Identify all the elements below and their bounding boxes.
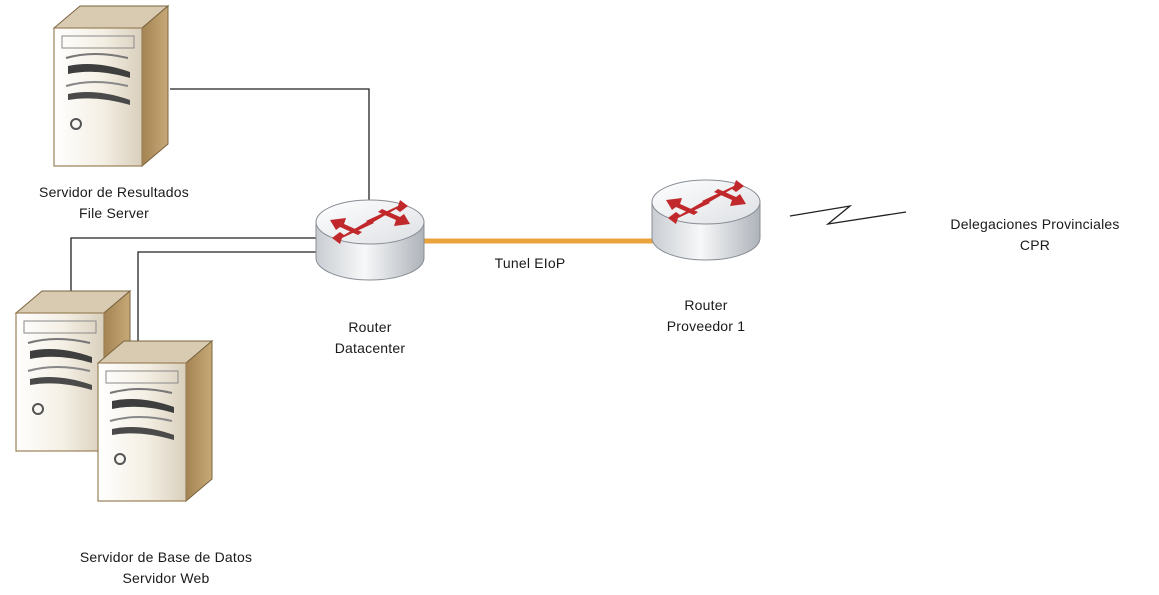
db-web-server-label: Servidor de Base de Datos Servidor Web <box>46 547 286 589</box>
file-server-label-line2: File Server <box>79 205 149 221</box>
router-proveedor-label: Router Proveedor 1 <box>636 295 776 337</box>
link-web-server <box>137 251 316 375</box>
web-server-icon <box>97 340 213 502</box>
router-proveedor-label-line1: Router <box>684 297 728 313</box>
file-server-icon <box>53 5 169 167</box>
db-web-server-label-line1: Servidor de Base de Datos <box>79 549 253 565</box>
db-web-server-label-line2: Servidor Web <box>122 570 210 586</box>
router-proveedor-label-line2: Proveedor 1 <box>666 318 746 334</box>
router-datacenter-label-line2: Datacenter <box>334 340 406 356</box>
delegaciones-label: Delegaciones Provinciales CPR <box>918 214 1152 256</box>
link-file-server <box>170 88 370 226</box>
router-datacenter-icon <box>315 199 425 281</box>
router-datacenter-label: Router Datacenter <box>300 317 440 359</box>
wan-lightning-icon <box>789 204 907 226</box>
delegaciones-label-line1: Delegaciones Provinciales <box>950 216 1120 232</box>
router-datacenter-label-line1: Router <box>348 319 392 335</box>
router-proveedor-icon <box>651 179 761 261</box>
tunnel-label: Tunel EIoP <box>494 255 566 271</box>
file-server-label-line1: Servidor de Resultados <box>39 184 189 200</box>
file-server-label: Servidor de Resultados File Server <box>4 182 224 224</box>
delegaciones-label-line2: CPR <box>1019 237 1051 253</box>
